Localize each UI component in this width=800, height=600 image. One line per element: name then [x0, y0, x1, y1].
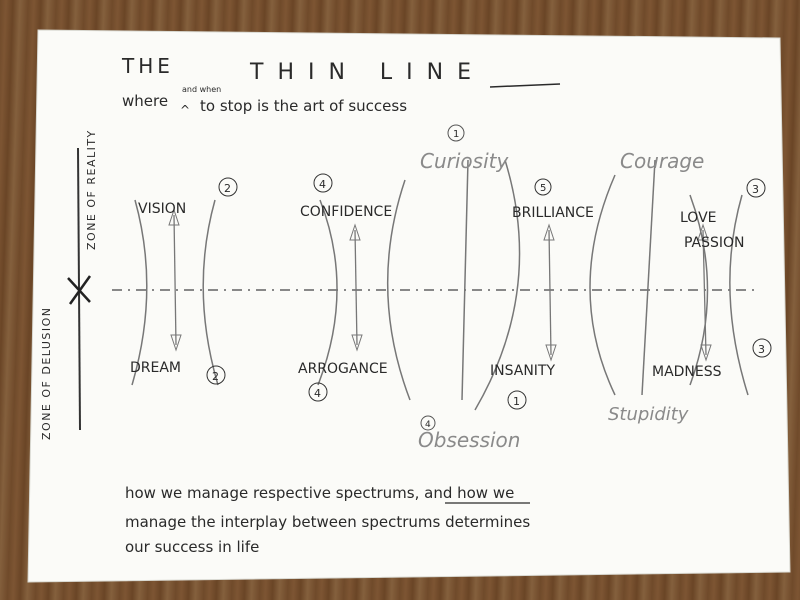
- number-circle: [746, 178, 766, 198]
- spectrum-top-label: VISION: [138, 201, 186, 217]
- arrow-down-icon: [545, 344, 557, 362]
- spectrum-left-curve: [131, 199, 148, 386]
- obsession-label: Obsession: [418, 428, 520, 452]
- title-underline: [489, 83, 561, 88]
- number-circle: [420, 415, 436, 431]
- spectrum-top-number: 5: [540, 183, 546, 194]
- paper: [27, 29, 791, 583]
- interplay-curve: [589, 174, 616, 396]
- spectrum-bottom-label: INSANITY: [490, 363, 555, 379]
- spectrum-bottom-label: ARROGANCE: [298, 361, 388, 377]
- arrow-down-icon: [351, 334, 363, 352]
- courage-label: Courage: [620, 149, 704, 173]
- arrow-down-icon: [170, 334, 182, 352]
- obsession-number: 4: [425, 420, 431, 430]
- spectrum-left-curve: [317, 199, 338, 386]
- spectrum-right-curve: [386, 179, 411, 401]
- arrow-up-icon: [349, 223, 361, 241]
- spectrum-right-curve: [202, 199, 219, 386]
- spectrum-love-madness: LOVE PASSION 3 MADNESS 3: [652, 178, 772, 396]
- spectrum-confidence-arrogance: CONFIDENCE 4 ARROGANCE 4: [298, 173, 411, 402]
- spectrum-top-number: 2: [224, 182, 231, 195]
- spectrum-brilliance-insanity: BRILLIANCE 5 INSANITY 1: [490, 178, 594, 410]
- footer-line-1: how we manage respective spectrums, and …: [125, 484, 514, 502]
- title-part2: THIN LINE: [249, 60, 485, 85]
- caret-mark: ^: [180, 103, 190, 117]
- curiosity-label: Curiosity: [420, 149, 509, 173]
- number-circle: [206, 365, 226, 385]
- spectrum-top-label: CONFIDENCE: [300, 204, 392, 220]
- spectrum-bottom-number: 3: [758, 343, 765, 356]
- zone-reality-label: ZONE OF REALITY: [85, 129, 98, 250]
- footer-line-3: our success in life: [125, 538, 259, 556]
- number-circle: [447, 124, 465, 142]
- spectrum-bottom-number: 2: [212, 370, 219, 383]
- stupidity-label: Stupidity: [608, 404, 689, 425]
- number-circle: [534, 178, 552, 196]
- footer-line-2: manage the interplay between spectrums d…: [125, 513, 530, 531]
- spectrum-top-label: BRILLIANCE: [512, 205, 594, 221]
- zone-cross-mark-2: [68, 275, 92, 305]
- subtitle-a: where: [122, 92, 168, 110]
- spectrum-arrow-line: [548, 229, 552, 356]
- spectrum-bottom-label: DREAM: [130, 360, 181, 376]
- number-circle: [308, 382, 328, 402]
- arrow-up-icon: [168, 208, 180, 226]
- arrow-up-icon: [543, 223, 555, 241]
- spectrum-right-curve: [729, 194, 749, 396]
- spectrum-arrow-line: [702, 229, 707, 356]
- spectrum-bottom-number: 4: [314, 387, 321, 400]
- spectrum-top-label: LOVE: [680, 210, 717, 226]
- spectrum-top-number: 4: [319, 178, 326, 191]
- spectrum-bottom-number: 1: [513, 395, 520, 408]
- spectrum-arrow-line: [173, 214, 177, 346]
- arrow-up-icon: [697, 223, 709, 241]
- spectrum-bottom-label: MADNESS: [652, 364, 722, 380]
- spectrum-left-curve: [689, 194, 709, 386]
- number-circle: [507, 390, 527, 410]
- arrow-down-icon: [700, 344, 712, 362]
- interplay-divider: [461, 159, 469, 401]
- number-circle: [313, 173, 333, 193]
- spectrum-top-number: 3: [752, 183, 759, 196]
- spectrum-vision-dream: VISION 2 DREAM 2: [130, 177, 238, 386]
- zone-delusion-label: ZONE OF DELUSION: [40, 306, 53, 440]
- number-circle: [752, 338, 772, 358]
- curiosity-number: 1: [453, 129, 459, 140]
- interplay-curve: [474, 159, 521, 411]
- title-part1: THE: [121, 54, 174, 78]
- subtitle-b: to stop is the art of success: [200, 97, 407, 115]
- spectrum-arrow-line: [354, 229, 358, 346]
- title-insert: and when: [182, 85, 221, 94]
- number-circle: [218, 177, 238, 197]
- interplay-divider: [641, 159, 656, 396]
- spectrum-top-label-2: PASSION: [684, 235, 745, 251]
